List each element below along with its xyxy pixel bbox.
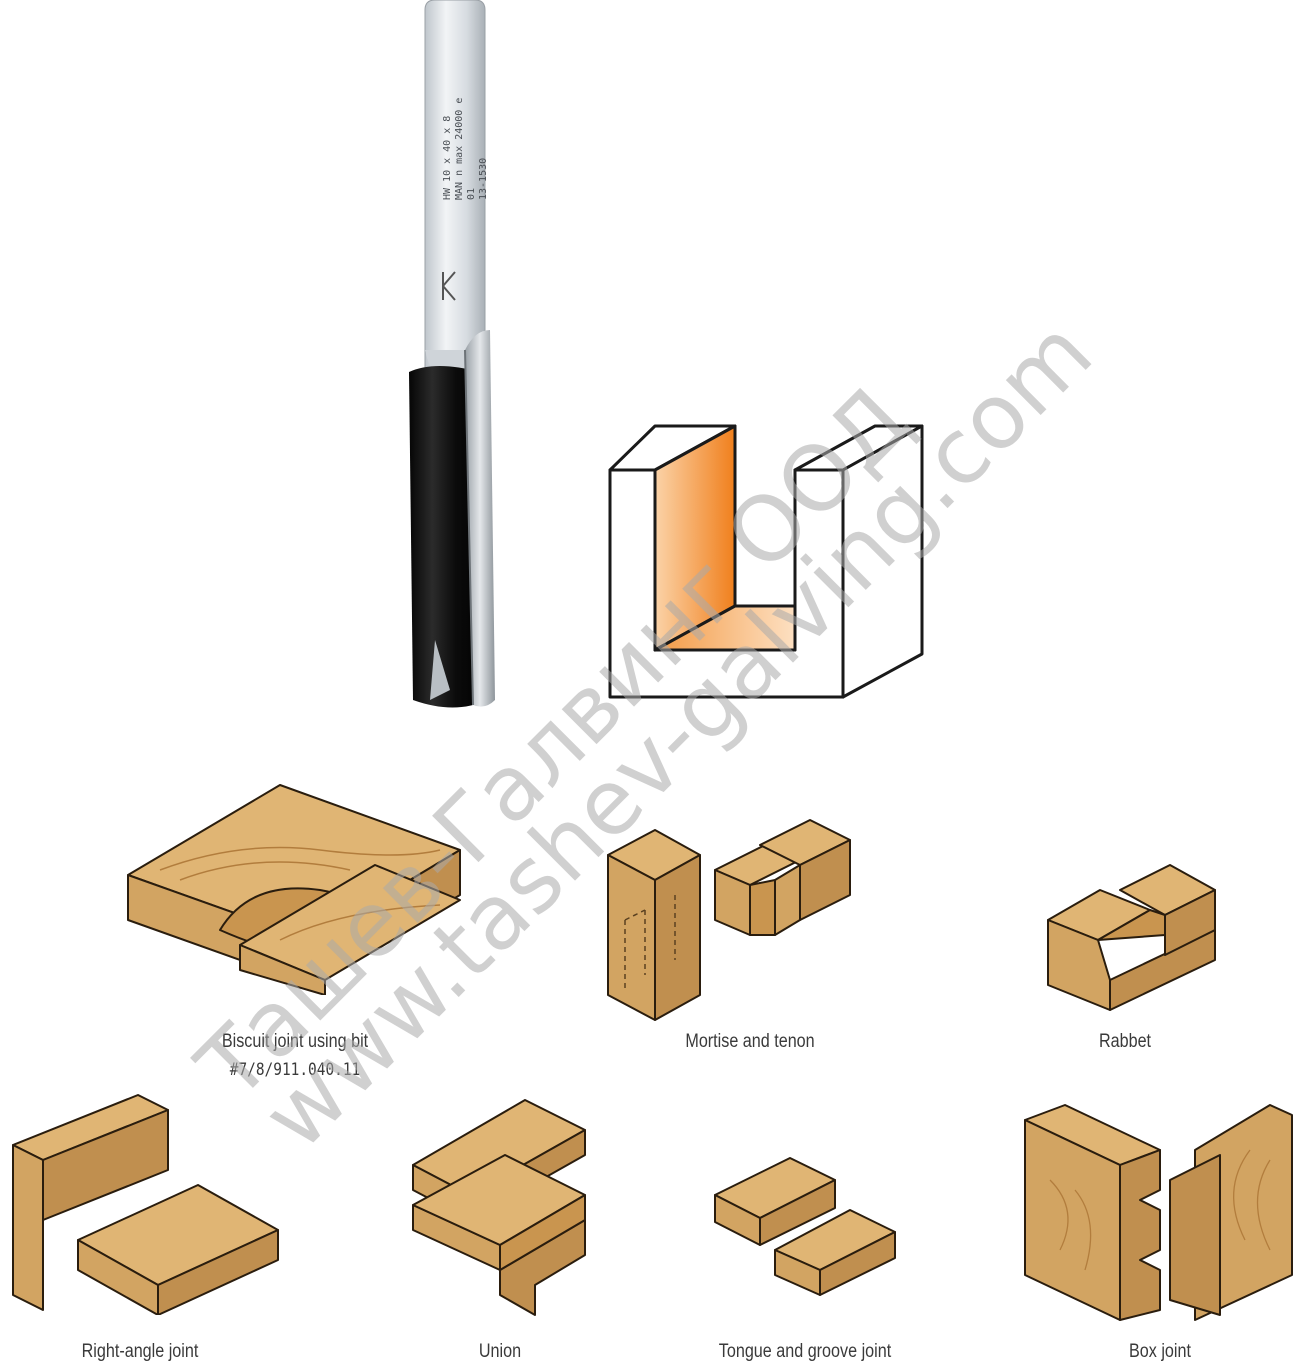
- mortise-tenon-illustration: [600, 800, 860, 1025]
- tongue-groove-illustration: [710, 1150, 900, 1300]
- shank-text-3: 13-1530: [478, 157, 489, 200]
- caption-union: Union: [478, 1341, 522, 1362]
- caption-mortise-tenon: Mortise and tenon: [685, 1031, 815, 1052]
- caption-biscuit-line1: Biscuit joint using bit: [221, 1031, 369, 1052]
- caption-tongue-groove: Tongue and groove joint: [718, 1341, 892, 1362]
- biscuit-joint-illustration: [120, 780, 470, 995]
- router-bit: [395, 0, 515, 720]
- caption-box-joint: Box joint: [1129, 1341, 1191, 1362]
- box-joint-illustration: [1020, 1100, 1295, 1325]
- caption-biscuit-line2: #7/8/911.040.11: [229, 1060, 361, 1080]
- shank-text-1: HW 10 x 40 x 8: [442, 115, 453, 200]
- right-angle-joint-illustration: [8, 1090, 283, 1315]
- groove-profile-diagram: [600, 420, 930, 705]
- rabbet-illustration: [1040, 860, 1220, 1020]
- caption-rabbet: Rabbet: [1098, 1031, 1152, 1052]
- union-illustration: [405, 1095, 590, 1320]
- caption-right-angle-joint: Right-angle joint: [81, 1341, 199, 1362]
- shank-engraving: HW 10 x 40 x 8 MAN n max 24000 e 01 13-1…: [442, 80, 502, 200]
- shank-text-2: MAN n max 24000 e 01: [454, 97, 477, 200]
